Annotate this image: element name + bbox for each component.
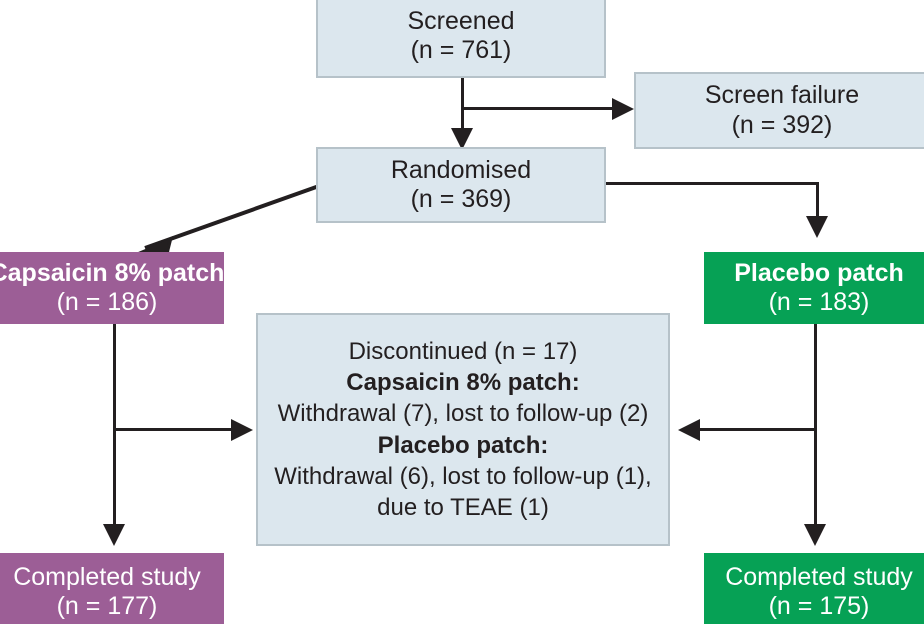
connector-screened-to-randomised-arrowhead — [451, 128, 473, 150]
connector-placebo-trunk — [814, 324, 817, 528]
connector-capsaicin-to-discontinued-arrowhead — [231, 419, 253, 441]
connector-randomised-to-placebo-horizontal — [606, 182, 819, 185]
connector-placebo-to-discontinued-arrowhead — [678, 419, 700, 441]
node-screened-line1: Screened — [407, 6, 515, 35]
connector-randomised-to-placebo-arrowhead — [806, 216, 828, 238]
discontinued-capsaicin-detail: Withdrawal (7), lost to follow-up (2) — [277, 400, 649, 428]
discontinued-capsaicin-label: Capsaicin 8% patch: — [346, 369, 580, 397]
node-placebo-arm: Placebo patch (n = 183) — [704, 252, 924, 324]
node-screened-line2: (n = 761) — [410, 36, 512, 64]
connector-randomised-to-placebo-vertical — [816, 182, 819, 224]
node-randomised: Randomised (n = 369) — [316, 147, 606, 223]
node-capsaicin-arm: Capsaicin 8% patch (n = 186) — [0, 252, 224, 324]
node-randomised-line2: (n = 369) — [410, 185, 512, 213]
discontinued-heading: Discontinued (n = 17) — [348, 337, 578, 365]
node-placebo-completed: Completed study (n = 175) — [704, 553, 924, 624]
discontinued-placebo-detail-1: Withdrawal (6), lost to follow-up (1), — [274, 462, 652, 490]
connector-screened-to-screen-failure-arrowhead — [612, 98, 634, 120]
node-discontinued: Discontinued (n = 17) Capsaicin 8% patch… — [256, 313, 670, 546]
node-capsaicin-completed: Completed study (n = 177) — [0, 553, 224, 624]
connector-screened-to-screen-failure-line — [461, 107, 616, 110]
node-placebo-arm-line2: (n = 183) — [768, 288, 870, 316]
node-screen-failure: Screen failure (n = 392) — [634, 72, 924, 149]
node-placebo-arm-line1: Placebo patch — [734, 258, 904, 287]
node-placebo-completed-line1: Completed study — [725, 562, 913, 591]
connector-capsaicin-to-discontinued-line — [113, 428, 233, 431]
connector-capsaicin-trunk — [113, 324, 116, 528]
node-screened: Screened (n = 761) — [316, 0, 606, 78]
node-screen-failure-line2: (n = 392) — [731, 110, 833, 139]
node-placebo-completed-line2: (n = 175) — [768, 592, 870, 620]
node-screen-failure-line1: Screen failure — [704, 81, 860, 109]
node-capsaicin-completed-line2: (n = 177) — [56, 592, 158, 620]
node-capsaicin-completed-line1: Completed study — [13, 562, 201, 591]
node-capsaicin-arm-line1: Capsaicin 8% patch — [0, 258, 225, 287]
connector-placebo-to-discontinued-line — [700, 428, 816, 431]
node-randomised-line1: Randomised — [390, 155, 532, 184]
connector-placebo-to-completed-arrowhead — [804, 524, 826, 546]
discontinued-placebo-detail-2: due to TEAE (1) — [377, 493, 549, 521]
connector-capsaicin-to-completed-arrowhead — [103, 524, 125, 546]
node-capsaicin-arm-line2: (n = 186) — [56, 288, 158, 316]
discontinued-placebo-label: Placebo patch: — [377, 431, 549, 459]
